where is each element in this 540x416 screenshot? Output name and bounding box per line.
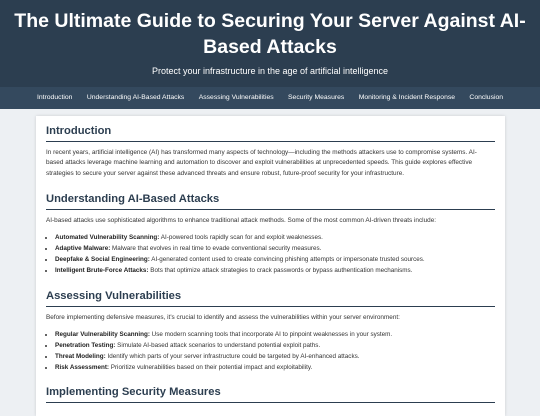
list-item-desc: Simulate AI-based attack scenarios to un…	[115, 342, 321, 349]
page-title: The Ultimate Guide to Securing Your Serv…	[14, 10, 526, 58]
page-subtitle: Protect your infrastructure in the age o…	[151, 66, 389, 76]
list-item-term: Threat Modeling:	[55, 353, 106, 360]
nav-link-introduction[interactable]: Introduction	[36, 94, 73, 101]
list-item: Risk Assessment: Prioritize vulnerabilit…	[55, 362, 501, 373]
top-nav: Introduction Understanding AI-Based Atta…	[0, 87, 540, 109]
list-item: Deepfake & Social Engineering: AI-genera…	[55, 254, 501, 265]
ai-threats-list: Automated Vulnerability Scanning: AI-pow…	[46, 232, 501, 276]
list-item: Automated Vulnerability Scanning: AI-pow…	[55, 232, 501, 243]
nav-link-security-measures[interactable]: Security Measures	[288, 94, 345, 101]
nav-link-understanding-ai-attacks[interactable]: Understanding AI-Based Attacks	[86, 94, 185, 101]
list-item: Threat Modeling: Identify which parts of…	[55, 351, 501, 362]
list-item-desc: AI-powered tools rapidly scan for and ex…	[159, 234, 323, 241]
list-item-term: Adaptive Malware:	[55, 245, 111, 252]
list-item-desc: Use modern scanning tools that incorpora…	[149, 331, 393, 338]
list-item-desc: AI-generated content used to create conv…	[149, 256, 425, 263]
list-item-term: Intelligent Brute-Force Attacks:	[55, 267, 149, 274]
nav-link-monitoring[interactable]: Monitoring & Incident Response	[358, 94, 456, 101]
list-item-desc: Malware that evolves in real time to eva…	[110, 245, 322, 252]
understanding-paragraph: AI-based attacks use sophisticated algor…	[46, 217, 437, 224]
nav-link-conclusion[interactable]: Conclusion	[469, 94, 504, 101]
list-item-term: Risk Assessment:	[55, 364, 110, 371]
assessment-list: Regular Vulnerability Scanning: Use mode…	[46, 329, 501, 373]
section-heading-implementing: Implementing Security Measures	[46, 386, 495, 403]
list-item: Penetration Testing: Simulate AI-based a…	[55, 340, 501, 351]
list-item-term: Automated Vulnerability Scanning:	[55, 234, 160, 241]
list-item: Intelligent Brute-Force Attacks: Bots th…	[55, 265, 501, 276]
list-item: Regular Vulnerability Scanning: Use mode…	[55, 329, 501, 340]
section-heading-understanding: Understanding AI-Based Attacks	[46, 193, 495, 210]
list-item-term: Regular Vulnerability Scanning:	[55, 331, 150, 338]
page-header: The Ultimate Guide to Securing Your Serv…	[0, 0, 540, 87]
section-heading-introduction: Introduction	[46, 125, 495, 142]
list-item-desc: Identify which parts of your server infr…	[105, 353, 360, 360]
content-card: Introduction In recent years, artificial…	[36, 116, 505, 416]
list-item-desc: Bots that optimize attack strategies to …	[148, 267, 413, 274]
nav-link-assessing-vulnerabilities[interactable]: Assessing Vulnerabilities	[198, 94, 274, 101]
list-item-term: Deepfake & Social Engineering:	[55, 256, 150, 263]
section-heading-assessing: Assessing Vulnerabilities	[46, 290, 495, 307]
list-item-desc: Prioritize vulnerabilities based on thei…	[109, 364, 313, 371]
assessing-paragraph: Before implementing defensive measures, …	[46, 314, 400, 321]
list-item: Adaptive Malware: Malware that evolves i…	[55, 243, 501, 254]
intro-paragraph: In recent years, artificial intelligence…	[46, 149, 477, 177]
list-item-term: Penetration Testing:	[55, 342, 116, 349]
